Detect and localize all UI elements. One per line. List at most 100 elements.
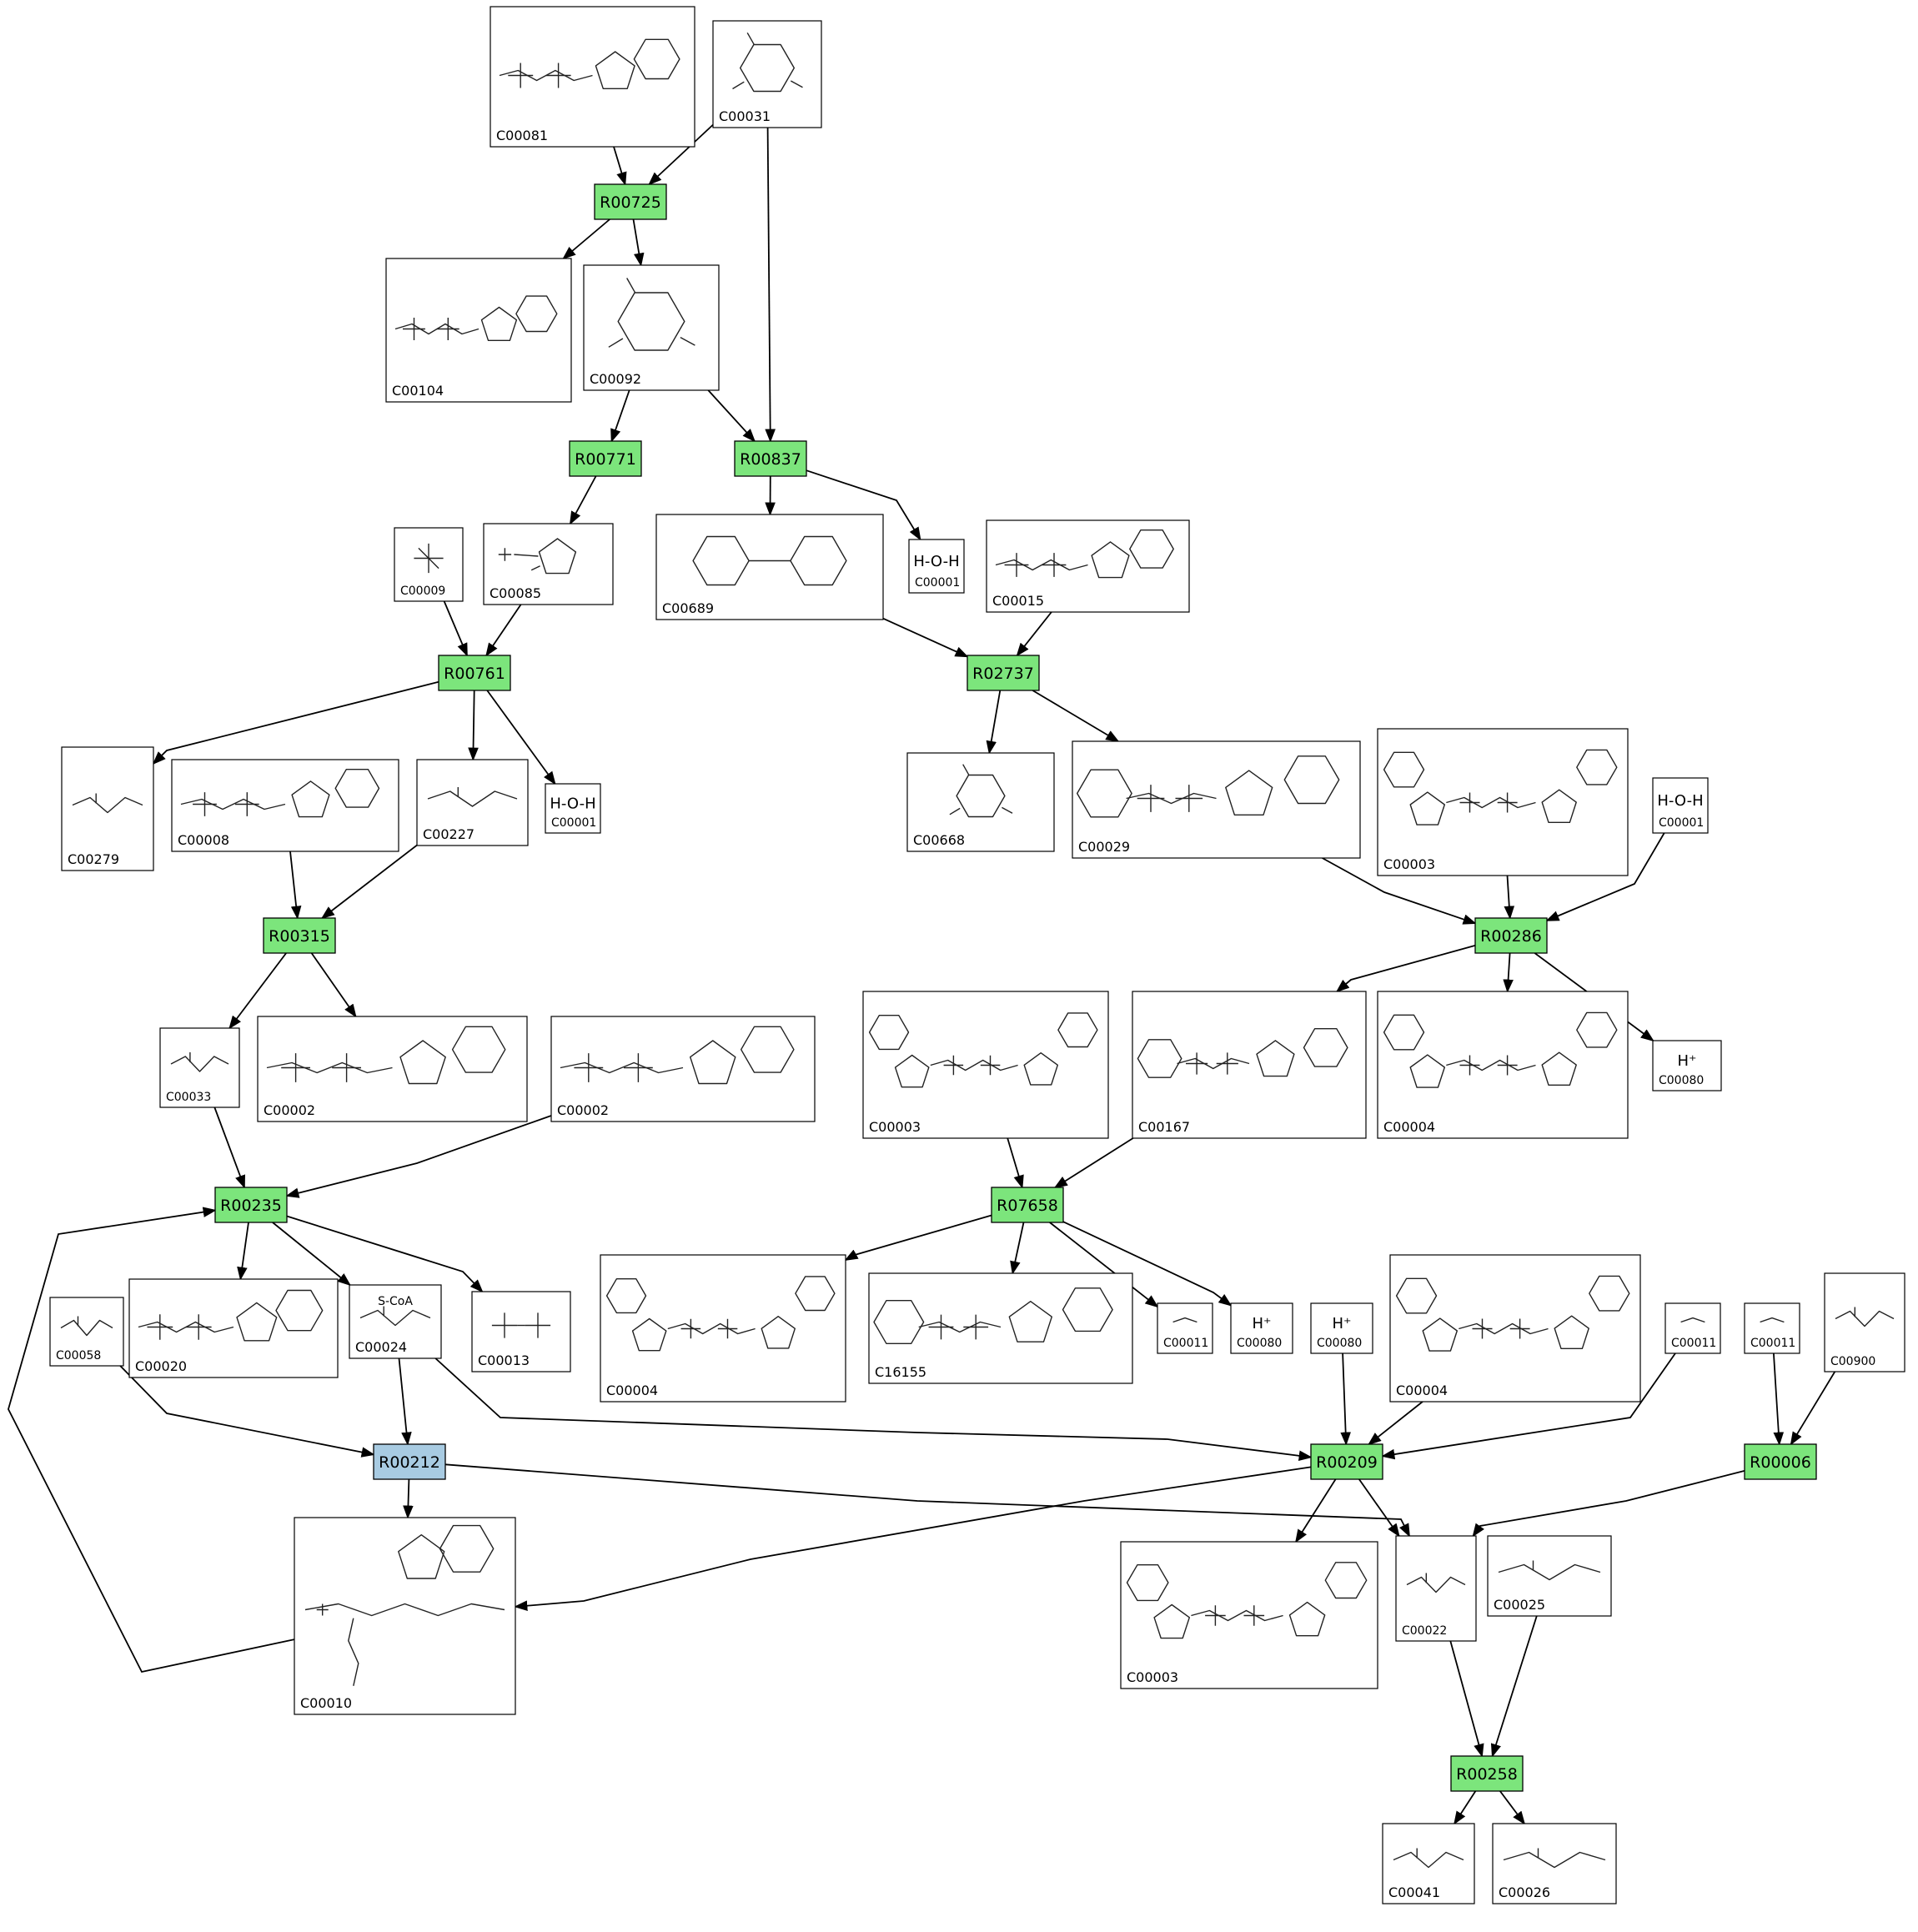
structure-glyph <box>761 1316 796 1349</box>
edge-R00725-to-C00104_a <box>562 218 610 260</box>
structure-glyph <box>72 796 143 814</box>
compound-box <box>1395 1535 1477 1642</box>
structure-glyph <box>741 1026 795 1073</box>
structure-glyph <box>545 63 571 88</box>
structure-glyph <box>514 554 539 557</box>
reaction-label: R00286 <box>1480 927 1542 946</box>
reaction-box <box>1450 1755 1524 1792</box>
edge-C00033_a-to-R00235 <box>213 1107 245 1189</box>
reaction-node-R02737: R02737 <box>967 655 1040 691</box>
structure-glyph <box>1137 785 1165 812</box>
compound-box <box>1230 1302 1293 1354</box>
structure-glyph <box>1077 769 1132 818</box>
compound-node-C00058: C00058 <box>49 1297 124 1367</box>
structure-glyph <box>1091 541 1130 579</box>
structure-glyph <box>928 1314 954 1340</box>
structure-glyph <box>480 306 518 341</box>
structure-glyph <box>1023 1052 1058 1086</box>
edge-C00092_a-to-R00771 <box>610 389 630 443</box>
structure-glyph <box>399 1040 446 1085</box>
compound-label: C00080 <box>1659 1074 1704 1087</box>
structure-glyph <box>1177 1057 1250 1070</box>
edge-R00006-to-C00022_a <box>1472 1470 1745 1538</box>
compound-label: C00058 <box>56 1349 101 1362</box>
compound-box <box>1664 1302 1721 1354</box>
edge-R00771-to-C00085_a <box>569 475 597 525</box>
compound-label: C00001 <box>551 816 596 830</box>
structure-glyph <box>193 792 217 816</box>
compound-node-C00026: C00026 <box>1492 1823 1617 1904</box>
structure-glyph <box>956 774 1006 818</box>
edge-C00011_c-to-R00006 <box>1773 1352 1785 1446</box>
compound-node-C00010: C00010 <box>294 1517 516 1715</box>
compound-box <box>257 1016 528 1122</box>
structure-glyph <box>624 1053 653 1082</box>
compound-label: C00001 <box>1659 816 1704 830</box>
edge-R00315-to-C00002_a <box>310 952 357 1018</box>
structure-glyph <box>170 1056 229 1072</box>
compound-node-C00041: C00041 <box>1382 1823 1475 1904</box>
compound-box <box>1382 1823 1475 1904</box>
compound-label: C00167 <box>1138 1119 1190 1135</box>
edge-C00001_c-to-R00286 <box>1545 832 1665 921</box>
reaction-box <box>373 1443 446 1480</box>
edge-C00010_a-to-R00235 <box>8 1207 295 1674</box>
compound-label: C00900 <box>1830 1355 1875 1368</box>
structure-glyph <box>790 80 803 88</box>
structure-glyph <box>732 81 745 90</box>
structure-glyph <box>690 1040 736 1085</box>
compound-label: C00008 <box>178 832 229 848</box>
structure-glyph <box>894 1054 930 1088</box>
edge-R00315-to-C00033_a <box>228 952 287 1030</box>
structure-glyph <box>873 1300 925 1344</box>
edge-C00011_b-to-R00209 <box>1381 1352 1676 1460</box>
compound-label: C00011 <box>1750 1337 1795 1350</box>
structure-glyph <box>439 1524 495 1573</box>
compound-box <box>1487 1535 1612 1617</box>
compound-label: C00031 <box>719 108 771 124</box>
edge-C00002_b-to-R00235 <box>285 1115 552 1198</box>
edge-C00900_a-to-R00006 <box>1790 1371 1836 1446</box>
compound-node-C00008: C00008 <box>171 759 399 852</box>
structure-glyph <box>1459 792 1480 813</box>
edge-C00689_a-to-R02737 <box>882 617 969 658</box>
compound-node-C16155: C16155 <box>868 1272 1133 1384</box>
structure-glyph <box>1446 796 1536 809</box>
compound-box <box>583 264 720 391</box>
edge-R02737-to-C00668_a <box>986 690 1002 755</box>
reaction-box <box>967 655 1040 691</box>
compound-label: C00041 <box>1388 1884 1440 1900</box>
compound-node-C00003: C00003 <box>1377 728 1629 876</box>
reaction-label: R00315 <box>269 927 330 946</box>
structure-glyph <box>1497 792 1518 813</box>
edge-R00725-to-C00092_a <box>632 218 645 267</box>
structure-glyph <box>359 1309 431 1327</box>
compound-box <box>471 1291 571 1372</box>
structure-glyph <box>1153 1603 1190 1639</box>
compound-node-C00004: C00004 <box>1389 1254 1641 1403</box>
reaction-node-R00761: R00761 <box>438 655 511 691</box>
structure-glyph <box>1541 789 1577 823</box>
compound-node-C00031: C00031 <box>712 20 822 128</box>
structure-glyph <box>185 1314 212 1340</box>
compound-node-C00013: C00013 <box>471 1291 571 1372</box>
reaction-box <box>991 1187 1064 1223</box>
compound-node-C00022: C00022 <box>1395 1535 1477 1642</box>
structure-glyph <box>1303 1028 1348 1067</box>
structure-glyph <box>1498 1563 1601 1581</box>
compound-label: C00668 <box>913 832 965 848</box>
compound-node-C00025: C00025 <box>1487 1535 1612 1617</box>
edge-C00085_a-to-R00761 <box>485 604 522 657</box>
compound-label: C00689 <box>662 600 714 616</box>
edge-C00024_a-to-R00212 <box>398 1357 412 1446</box>
compound-label: C00085 <box>490 585 541 601</box>
compound-box <box>1652 777 1709 834</box>
edge-C00092_a-to-R00837 <box>707 389 756 443</box>
compound-label: C00026 <box>1499 1884 1550 1900</box>
structure-glyph <box>943 1055 964 1076</box>
structure-glyph <box>491 1312 518 1338</box>
compound-box <box>908 539 965 594</box>
